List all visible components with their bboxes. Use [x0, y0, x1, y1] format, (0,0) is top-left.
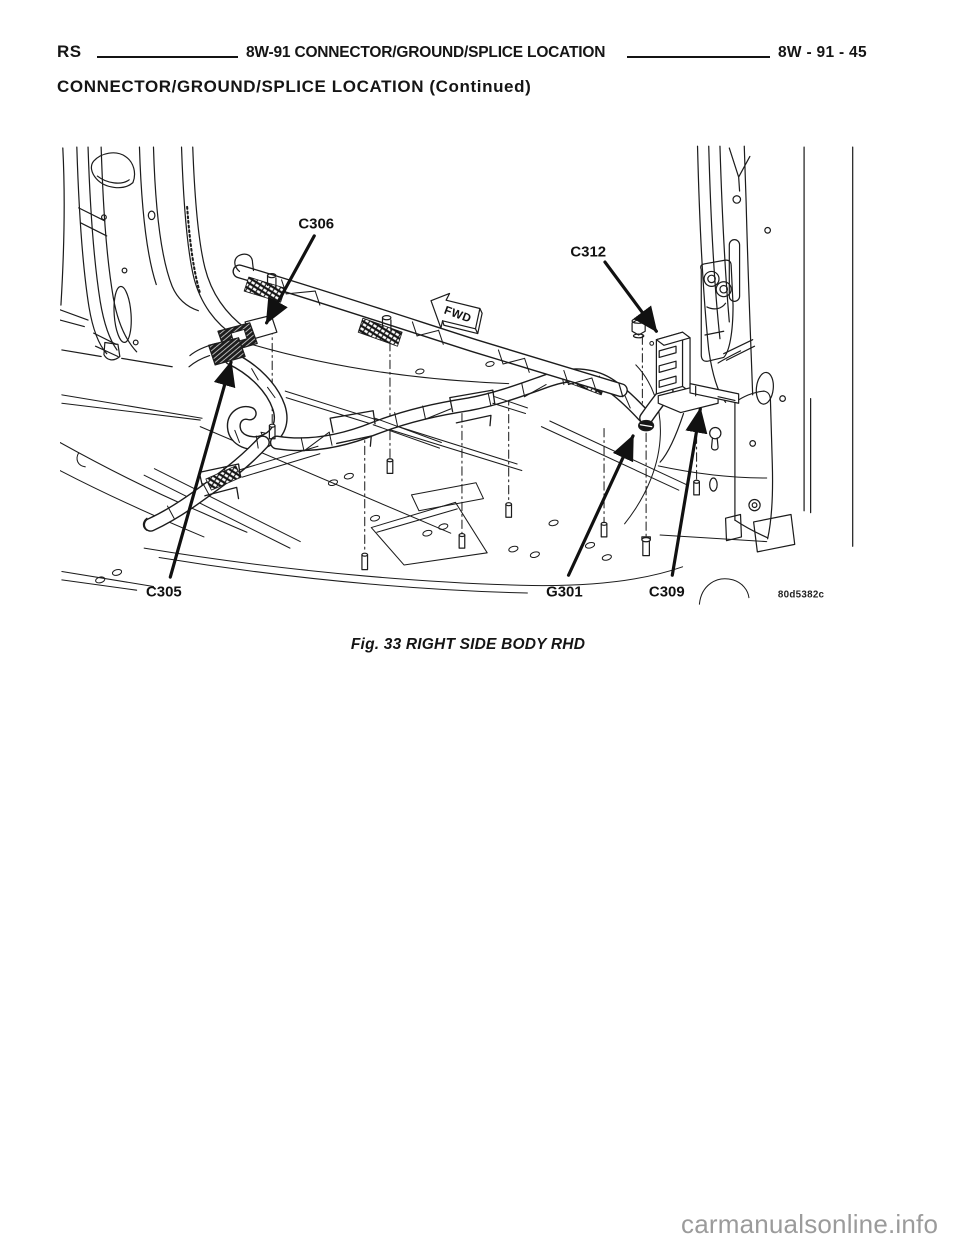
header-page-ref: 8W - 91 - 45 — [778, 44, 867, 61]
header-rule-left — [97, 56, 238, 58]
header-section-title: 8W-91 CONNECTOR/GROUND/SPLICE LOCATION — [246, 44, 606, 61]
fastener-pins — [268, 423, 700, 571]
header-doc-code: RS — [57, 42, 82, 61]
callout-arrow-c306 — [264, 234, 316, 325]
watermark: carmanualsonline.info — [681, 1209, 939, 1239]
figure-caption: Fig. 33 RIGHT SIDE BODY RHD — [350, 636, 586, 653]
header-rule-right — [627, 56, 770, 58]
right-pillar — [659, 145, 854, 553]
harness-upper-run — [232, 253, 628, 398]
callout-label-c306: C306 — [298, 215, 334, 232]
connectors-c306-c305 — [188, 314, 278, 368]
harness-clip-posts — [266, 272, 392, 331]
left-pillar — [60, 146, 248, 368]
figure-33-drawing: FWD C306 C312 C305 G301 C309 80d5382c — [60, 145, 854, 605]
callout-arrow-c312 — [603, 260, 658, 333]
header-continued-line: CONNECTOR/GROUND/SPLICE LOCATION (Contin… — [57, 77, 532, 96]
callout-arrow-c309 — [670, 407, 708, 577]
callout-label-c309: C309 — [649, 584, 685, 601]
callout-arrow-g301 — [566, 434, 635, 577]
callout-arrows — [168, 234, 708, 579]
callout-label-c305: C305 — [146, 584, 182, 601]
harness-retainer-clips — [198, 389, 528, 500]
floor-holes — [95, 341, 655, 584]
fwd-arrow: FWD — [430, 292, 483, 335]
callout-label-c312: C312 — [570, 243, 606, 260]
fastener-centerlines — [271, 325, 698, 554]
figure-image-code: 80d5382c — [778, 590, 825, 601]
connector-c312 — [655, 331, 740, 414]
callout-label-g301: G301 — [546, 584, 583, 601]
callout-arrow-c305 — [168, 360, 236, 579]
